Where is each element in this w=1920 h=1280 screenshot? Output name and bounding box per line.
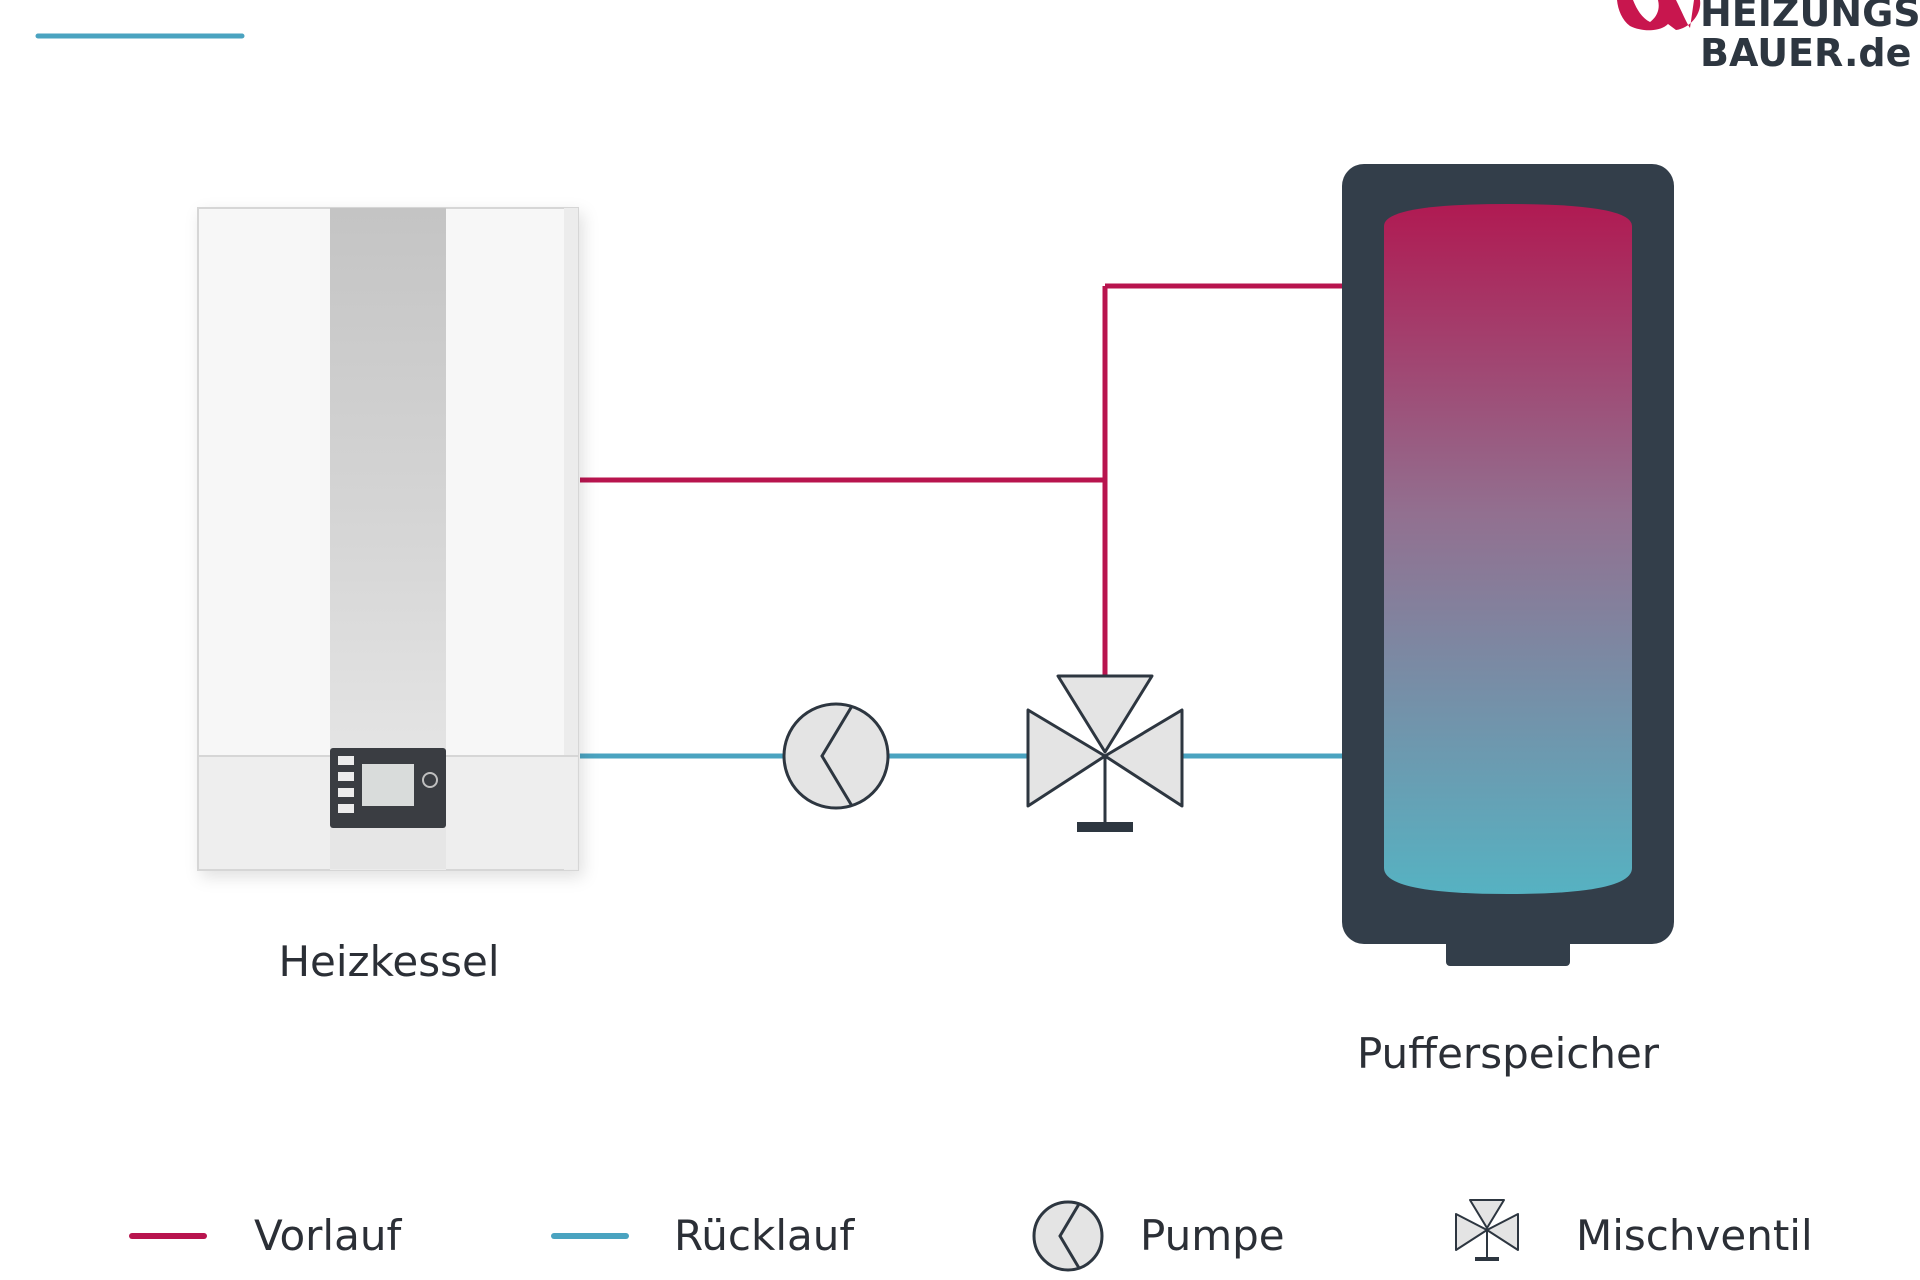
- tank-label: Pufferspeicher: [1357, 1029, 1660, 1078]
- boiler-control-panel: [330, 748, 446, 828]
- legend-item-pumpe: Pumpe: [1032, 1200, 1285, 1272]
- logo-text-line1: HEIZUNGS: [1700, 0, 1920, 35]
- buffer-tank: [1342, 164, 1674, 966]
- mixing-valve-icon: [1455, 1199, 1519, 1261]
- legend-label-pumpe: Pumpe: [1140, 1211, 1285, 1260]
- pump-icon: [1032, 1200, 1104, 1272]
- mixing-valve-symbol: [1026, 674, 1184, 832]
- logo-text-line2: BAUER.de: [1700, 31, 1911, 75]
- legend-item-vorlauf: Vorlauf: [129, 1211, 402, 1260]
- legend: Vorlauf Rücklauf Pumpe Mischventil: [129, 1199, 1813, 1272]
- brand-logo: HEIZUNGS BAUER.de: [1617, 0, 1920, 75]
- pump-symbol: [782, 702, 890, 810]
- legend-label-vorlauf: Vorlauf: [254, 1211, 402, 1260]
- legend-item-ruecklauf: Rücklauf: [551, 1211, 855, 1260]
- boiler-label: Heizkessel: [278, 937, 499, 986]
- legend-label-mischventil: Mischventil: [1576, 1211, 1813, 1260]
- flame-icon: [1617, 0, 1701, 31]
- vorlauf-pipes: [580, 283, 1342, 676]
- legend-item-mischventil: Mischventil: [1455, 1199, 1813, 1261]
- legend-label-ruecklauf: Rücklauf: [674, 1211, 855, 1260]
